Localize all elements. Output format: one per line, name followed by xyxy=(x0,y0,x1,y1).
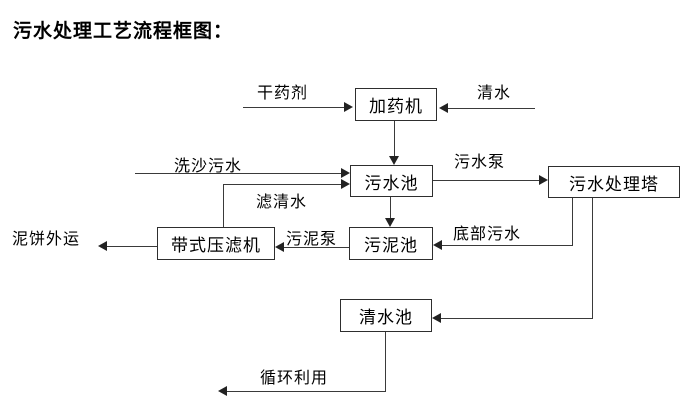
edge-tower-to-clean-pool xyxy=(441,318,593,319)
arrowhead-left-icon xyxy=(98,241,107,251)
edge-bottom-sewage-vertical xyxy=(572,198,573,246)
edge-label-sewage-pump: 污水泵 xyxy=(454,154,506,171)
edge-tower-to-clean-pool-vertical xyxy=(592,198,593,318)
arrowhead-left-icon xyxy=(432,313,441,323)
edge-sewage-pool-to-sludge-pool xyxy=(390,197,391,219)
edge-sewage-pump xyxy=(433,180,539,181)
node-dosing-machine: 加药机 xyxy=(355,88,437,121)
node-label: 带式压滤机 xyxy=(171,236,261,255)
node-label: 污泥池 xyxy=(364,236,418,255)
arrowhead-left-icon xyxy=(218,386,227,396)
edge-label-filtered-water: 滤清水 xyxy=(256,194,308,211)
node-label: 污水处理塔 xyxy=(569,174,659,194)
arrowhead-right-icon xyxy=(539,175,548,185)
arrowhead-right-icon xyxy=(341,179,350,189)
edge-clean-water xyxy=(448,108,535,109)
node-sludge-pool: 污泥池 xyxy=(349,227,433,260)
edge-filtered-water xyxy=(223,184,341,185)
arrowhead-right-icon xyxy=(341,168,350,178)
edge-label-clean-water: 清水 xyxy=(477,85,512,102)
edge-bottom-sewage xyxy=(442,245,573,246)
arrowhead-left-icon xyxy=(439,103,448,113)
arrowhead-down-icon xyxy=(385,218,395,227)
edge-dry-agent xyxy=(243,107,344,108)
edge-mud-cake-out xyxy=(107,246,157,247)
edge-dosing-to-sewage-pool xyxy=(394,121,395,157)
edge-filtered-water-vertical xyxy=(223,184,224,227)
node-label: 清水池 xyxy=(359,308,413,327)
arrowhead-left-icon xyxy=(275,242,284,252)
node-clean-water-pool: 清水池 xyxy=(340,299,432,332)
edge-label-sludge-pump: 污泥泵 xyxy=(286,231,338,248)
edge-label-recycle-use: 循环利用 xyxy=(260,370,329,387)
node-sewage-treatment-tower: 污水处理塔 xyxy=(548,166,680,198)
edge-recycle-vertical xyxy=(385,332,386,391)
diagram-title: 污水处理工艺流程框图： xyxy=(13,21,234,42)
node-belt-filter-press: 带式压滤机 xyxy=(157,227,275,260)
arrowhead-left-icon xyxy=(433,240,442,250)
node-label: 污水池 xyxy=(364,173,419,193)
edge-sludge-pump xyxy=(284,247,349,248)
edge-label-mud-cake-out: 泥饼外运 xyxy=(12,231,81,248)
edge-sand-wash-sewage xyxy=(135,173,341,174)
node-sewage-pool: 污水池 xyxy=(350,165,433,197)
arrowhead-down-icon xyxy=(389,156,399,165)
arrowhead-right-icon xyxy=(344,102,353,112)
edge-label-sand-wash-sewage: 洗沙污水 xyxy=(174,158,243,175)
edge-recycle xyxy=(227,391,386,392)
edge-label-bottom-sewage: 底部污水 xyxy=(453,226,522,243)
node-label: 加药机 xyxy=(369,97,423,116)
edge-label-dry-agent: 干药剂 xyxy=(257,85,309,102)
